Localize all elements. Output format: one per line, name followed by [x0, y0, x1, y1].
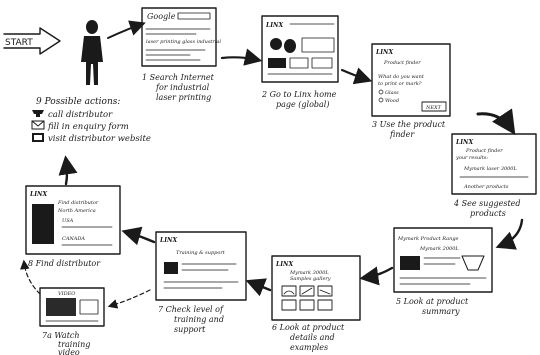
svg-text:training and: training and: [174, 315, 224, 324]
flow-arrow-5-6: [359, 266, 394, 286]
step-3-caption: 3 Use the product finder: [372, 120, 446, 139]
svg-text:Samples gallery: Samples gallery: [290, 276, 331, 282]
flow-arrow-7a-8: [20, 259, 41, 295]
linx-logo: LINX: [265, 22, 284, 29]
step-1-caption: 1 Search Internet for industrial laser p…: [142, 73, 215, 102]
svg-text:your results:: your results:: [455, 155, 488, 161]
flow-arrow-1-2: [220, 48, 263, 66]
svg-text:details and: details and: [290, 333, 335, 342]
step-8-caption: 8 Find distributor: [28, 259, 101, 268]
step-5-caption: 5 Look at product summary: [396, 297, 469, 316]
svg-text:Another products: Another products: [463, 184, 509, 190]
flow-arrow-start: [107, 20, 146, 39]
screen-4-results: LINX Product finder your results: Mymark…: [451, 133, 537, 195]
action-call: call distributor: [32, 110, 113, 120]
svg-text:for industrial: for industrial: [155, 83, 210, 92]
flow-arrow-3-4: [476, 108, 516, 135]
step-6-caption: 6 Look at product details and examples: [272, 323, 345, 352]
svg-text:LINX: LINX: [159, 237, 178, 244]
svg-text:Product finder: Product finder: [383, 60, 421, 66]
google-logo: Google: [147, 12, 176, 21]
svg-text:6 Look at product: 6 Look at product: [272, 323, 345, 332]
svg-text:visit distributor website: visit distributor website: [48, 134, 151, 144]
person-icon: [81, 20, 103, 85]
screen-5-summary: Mymark Product Range Mymark 2000L: [393, 227, 493, 293]
action-enquiry: fill in enquiry form: [31, 120, 129, 132]
step-2-caption: 2 Go to Linx home page (global): [261, 90, 337, 109]
step-4-caption: 4 See suggested products: [453, 199, 521, 218]
svg-text:LINX: LINX: [455, 139, 474, 146]
screen-8-distributor: LINX Find distributor North America USA …: [25, 185, 121, 255]
svg-text:What do you want: What do you want: [378, 74, 425, 80]
svg-text:support: support: [174, 325, 206, 334]
screen-7-training: LINX Training & support: [155, 231, 247, 301]
step-7-caption: 7 Check level of training and support: [158, 305, 225, 334]
screen-7a-video: VIDEO: [39, 287, 105, 327]
svg-text:Mymark 3000L: Mymark 3000L: [289, 270, 329, 276]
flow-arrow-7-8: [121, 226, 156, 246]
svg-text:2 Go to Linx home: 2 Go to Linx home: [261, 90, 337, 99]
svg-text:training: training: [58, 340, 90, 349]
search-query-text: laser printing glass industrial: [146, 39, 221, 45]
flow-arrow-6-7: [245, 278, 272, 297]
svg-text:8 Find distributor: 8 Find distributor: [28, 259, 101, 268]
start-arrow-icon: [3, 27, 61, 55]
screen-3-product-finder: LINX Product finder What do you want to …: [371, 43, 451, 117]
svg-text:to print or mark?: to print or mark?: [378, 81, 422, 87]
svg-text:Find distributor: Find distributor: [57, 200, 99, 206]
phone-icon: [32, 110, 44, 117]
svg-text:4 See suggested: 4 See suggested: [453, 199, 521, 208]
svg-text:USA: USA: [62, 218, 74, 224]
next-button: NEXT: [425, 105, 442, 111]
possible-actions: 9 Possible actions: call distributor fil…: [31, 97, 151, 144]
flow-arrow-8-9: [58, 155, 78, 186]
svg-text:7 Check level of: 7 Check level of: [158, 305, 225, 314]
svg-text:5 Look at product: 5 Look at product: [396, 297, 469, 306]
svg-text:LINX: LINX: [29, 191, 48, 198]
screen-2-home: LINX: [261, 15, 339, 83]
actions-title: 9 Possible actions:: [36, 97, 120, 107]
svg-text:LINX: LINX: [375, 49, 394, 56]
svg-text:VIDEO: VIDEO: [58, 291, 75, 297]
svg-text:page (global): page (global): [276, 100, 329, 109]
svg-text:1 Search Internet: 1 Search Internet: [142, 73, 215, 82]
svg-text:3 Use the product: 3 Use the product: [372, 120, 446, 129]
envelope-icon: [31, 120, 45, 130]
start-marker: START: [3, 27, 61, 55]
screen-1-search: Google laser printing glass industrial: [141, 7, 221, 67]
svg-text:Mymark laser 3000L: Mymark laser 3000L: [463, 166, 517, 172]
svg-text:North America: North America: [57, 208, 96, 214]
svg-text:Product finder: Product finder: [465, 148, 503, 154]
svg-text:video: video: [58, 348, 80, 355]
svg-text:examples: examples: [290, 343, 328, 352]
action-visit: visit distributor website: [32, 133, 151, 144]
svg-text:Mymark 2000L: Mymark 2000L: [419, 246, 459, 252]
svg-text:Training & support: Training & support: [176, 250, 226, 256]
flow-arrow-4-5: [495, 218, 524, 250]
start-label: START: [5, 38, 33, 48]
svg-text:fill in enquiry form: fill in enquiry form: [47, 122, 129, 132]
svg-text:summary: summary: [422, 307, 460, 316]
svg-text:7a Watch: 7a Watch: [42, 331, 80, 340]
svg-text:Wood: Wood: [385, 98, 399, 104]
flow-arrow-7-7a: [107, 289, 151, 309]
svg-text:LINX: LINX: [275, 261, 294, 268]
svg-text:products: products: [470, 209, 506, 218]
screen-6-details: LINX Mymark 3000L Samples gallery: [271, 255, 361, 321]
svg-text:finder: finder: [389, 130, 415, 139]
svg-text:call distributor: call distributor: [48, 110, 113, 120]
svg-text:Glass: Glass: [385, 90, 399, 96]
svg-text:CANADA: CANADA: [62, 236, 85, 242]
step-7a-caption: 7a Watch training video: [42, 331, 90, 355]
flow-arrow-2-3: [340, 67, 373, 85]
svg-text:laser printing: laser printing: [156, 93, 211, 102]
svg-text:Mymark Product Range: Mymark Product Range: [397, 236, 459, 242]
